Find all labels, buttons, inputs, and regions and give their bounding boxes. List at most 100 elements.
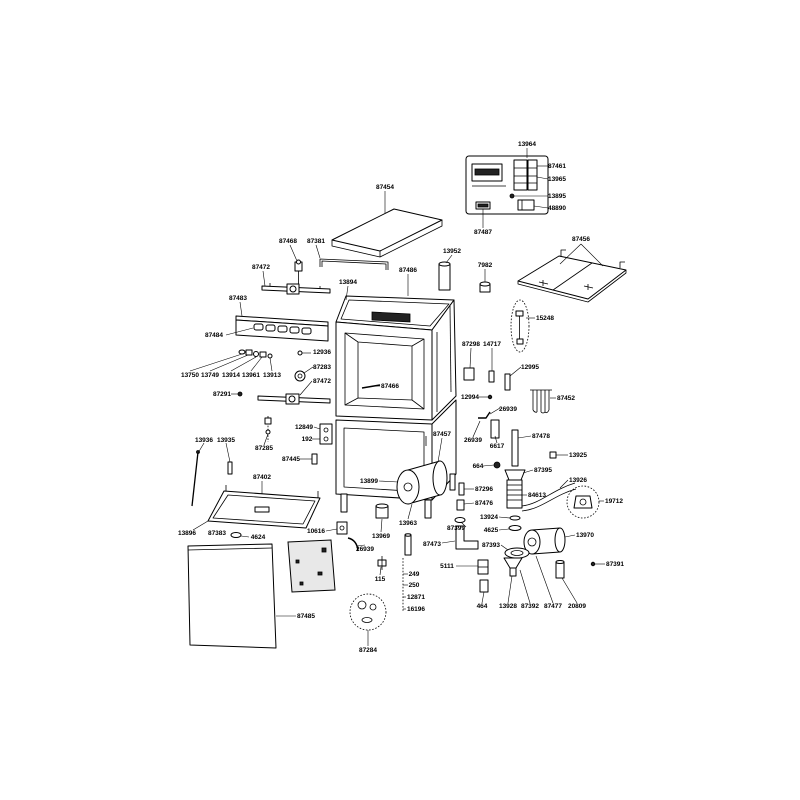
part-label-192: 192 (302, 436, 313, 443)
part-label-87445: 87445 (282, 456, 300, 463)
part-label-87383: 87383 (208, 530, 226, 537)
part-label-26939: 26939 (464, 437, 482, 444)
part-label-87468: 87468 (279, 238, 297, 245)
part-label-87395: 87395 (534, 467, 552, 474)
part-label-87393: 87393 (482, 542, 500, 549)
part-label-87456: 87456 (572, 236, 590, 243)
part-label-19712: 19712 (605, 498, 623, 505)
part-label-87391: 87391 (606, 561, 624, 568)
wash-arm-bracket (319, 258, 389, 270)
part-label-13964: 13964 (518, 141, 536, 148)
right-small-parts (463, 367, 511, 469)
part-label-664: 664 (473, 463, 484, 470)
part-label-13750: 13750 (181, 372, 199, 379)
wash-pump-motor (504, 527, 566, 559)
nozzle-hub (294, 370, 306, 382)
part-label-7982: 7982 (478, 262, 493, 269)
part-label-87296: 87296 (475, 486, 493, 493)
part-label-13899: 13899 (360, 478, 378, 485)
part-label-249: 249 (409, 571, 420, 578)
part-label-4624: 4624 (251, 534, 266, 541)
level-sensor-group (510, 299, 530, 353)
part-label-13896: 13896 (178, 530, 196, 537)
part-label-87461: 87461 (548, 163, 566, 170)
part-label-87399: 87399 (447, 525, 465, 532)
part-label-87452: 87452 (557, 395, 575, 402)
drain-hose-and-pump (521, 482, 600, 519)
part-label-87283: 87283 (313, 364, 331, 371)
part-label-87477: 87477 (544, 603, 562, 610)
part-label-12871: 12871 (407, 594, 425, 601)
part-label-87483: 87483 (229, 295, 247, 302)
part-label-12995: 12995 (521, 364, 539, 371)
heater-element (530, 389, 552, 414)
part-label-13895: 13895 (548, 193, 566, 200)
part-label-87484: 87484 (205, 332, 223, 339)
part-label-14717: 14717 (483, 341, 501, 348)
part-label-87485: 87485 (297, 613, 315, 620)
part-label-48890: 48890 (548, 205, 566, 212)
left-small-parts (191, 416, 333, 507)
upper-wash-arm (261, 259, 331, 295)
part-label-87457: 87457 (433, 431, 451, 438)
part-label-13935: 13935 (217, 437, 235, 444)
top-cover (331, 208, 443, 258)
part-label-20809: 20809 (568, 603, 586, 610)
part-label-12849: 12849 (295, 424, 313, 431)
boiler-tank (396, 460, 448, 505)
small-fittings-row (238, 349, 303, 359)
part-label-4625: 4625 (484, 527, 499, 534)
part-label-87454: 87454 (376, 184, 394, 191)
part-label-13928: 13928 (499, 603, 517, 610)
part-label-5111: 5111 (440, 563, 454, 570)
part-label-13961: 13961 (242, 372, 260, 379)
part-label-13894: 13894 (339, 279, 357, 286)
part-label-13965: 13965 (548, 176, 566, 183)
side-tray-panel (517, 249, 627, 303)
part-label-26939: 26939 (356, 546, 374, 553)
part-label-250: 250 (409, 582, 420, 589)
part-label-15248: 15248 (536, 315, 554, 322)
part-label-13913: 13913 (263, 372, 281, 379)
part-label-87478: 87478 (532, 433, 550, 440)
part-label-12994: 12994 (461, 394, 479, 401)
part-label-87473: 87473 (423, 541, 441, 548)
part-label-13969: 13969 (372, 533, 390, 540)
part-label-87381: 87381 (307, 238, 325, 245)
filter-tray (207, 485, 321, 538)
lower-valve-parts (477, 557, 596, 593)
part-label-87285: 87285 (255, 445, 273, 452)
drain-pump-column (504, 429, 557, 531)
part-label-87472: 87472 (313, 378, 331, 385)
part-label-84613: 84613 (528, 492, 546, 499)
part-label-87291: 87291 (213, 391, 231, 398)
part-label-13952: 13952 (443, 248, 461, 255)
part-label-13924: 13924 (480, 514, 498, 521)
part-label-6617: 6617 (490, 443, 505, 450)
inlet-fittings (454, 482, 479, 550)
part-label-87298: 87298 (462, 341, 480, 348)
part-label-87392: 87392 (521, 603, 539, 610)
part-label-13970: 13970 (576, 532, 594, 539)
leader-lines (189, 148, 605, 646)
part-label-13926: 13926 (569, 477, 587, 484)
inner-door-panel (287, 539, 336, 593)
part-label-87476: 87476 (475, 500, 493, 507)
part-label-16196: 16196 (407, 606, 425, 613)
control-box (465, 155, 549, 215)
part-label-87486: 87486 (399, 267, 417, 274)
part-label-26939: 26939 (499, 406, 517, 413)
part-label-10616: 10616 (307, 528, 325, 535)
part-label-13914: 13914 (222, 372, 240, 379)
part-label-13925: 13925 (569, 452, 587, 459)
part-label-464: 464 (477, 603, 488, 610)
part-label-12936: 12936 (313, 349, 331, 356)
part-label-87472: 87472 (252, 264, 270, 271)
lower-wash-arm (237, 391, 331, 405)
part-label-115: 115 (375, 576, 386, 583)
part-label-87487: 87487 (474, 229, 492, 236)
part-label-87402: 87402 (253, 474, 271, 481)
part-label-87284: 87284 (359, 647, 377, 654)
